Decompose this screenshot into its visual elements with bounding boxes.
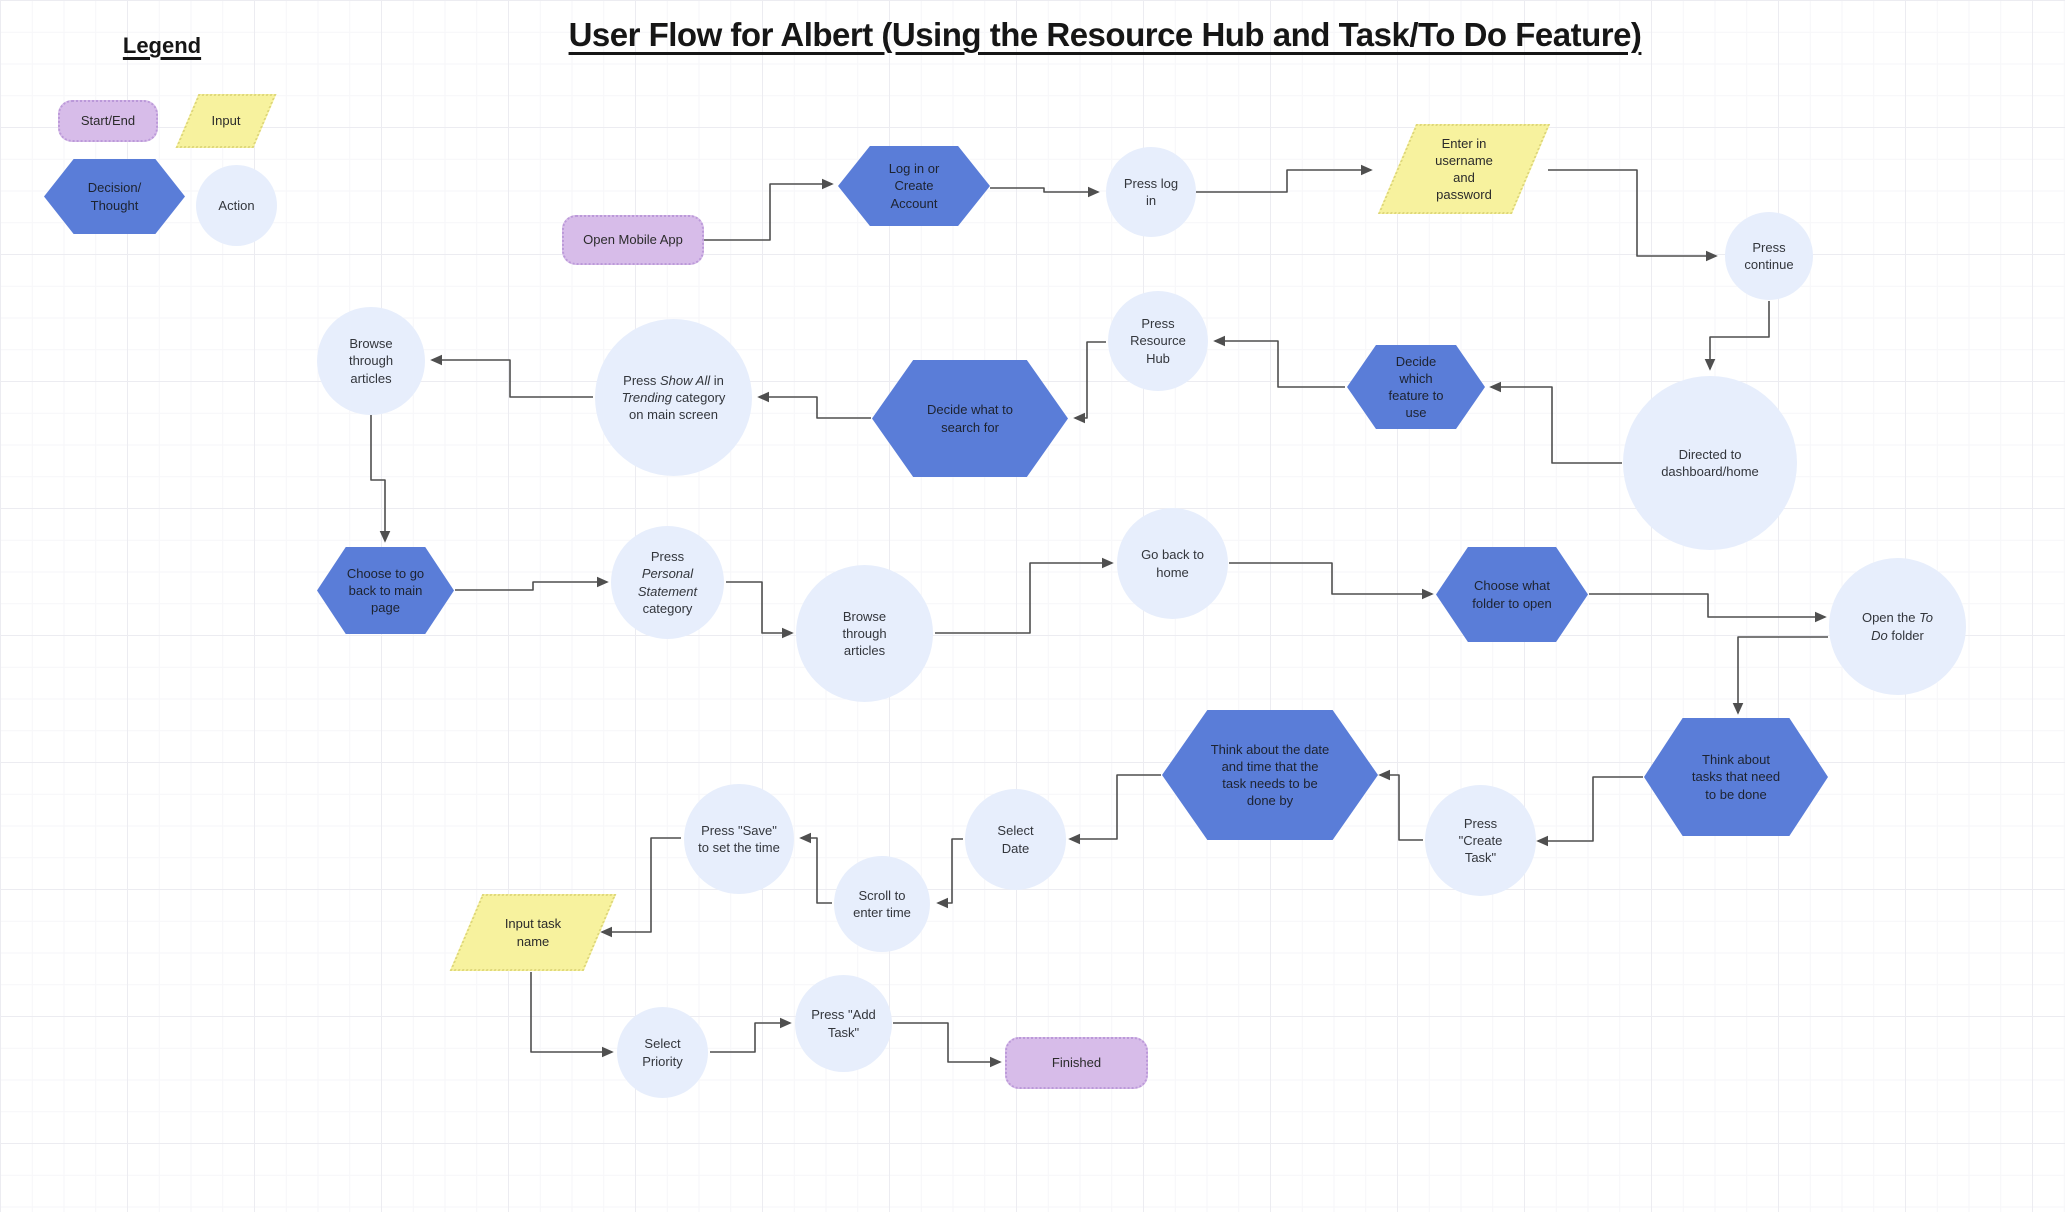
connector-choose-go-back-to-press-personal <box>455 576 609 591</box>
node-label: Browse through articles <box>842 608 887 659</box>
node-decide-what-to-search[interactable]: Decide what to search for <box>872 360 1068 477</box>
node-label: Press "Add Task" <box>811 1007 876 1040</box>
node-label: Press "Save" to set the time <box>698 822 780 855</box>
node-label: Scroll to enter time <box>853 887 911 920</box>
connector-press-log-in-to-enter-username <box>1196 164 1373 193</box>
node-browse-through-articles-2[interactable]: Browse through articles <box>796 565 933 702</box>
node-label: Select Priority <box>642 1036 683 1069</box>
node-enter-username-password[interactable]: Enter in username and password <box>1377 124 1551 214</box>
connector-press-save-to-input-task <box>600 837 681 938</box>
connector-press-create-to-think-date <box>1378 769 1423 841</box>
connector-press-resource-to-decide-search <box>1073 341 1106 424</box>
connector-press-personal-to-browse2 <box>726 581 794 639</box>
node-press-save-set-time[interactable]: Press "Save" to set the time <box>684 784 794 894</box>
node-press-add-task[interactable]: Press "Add Task" <box>795 975 892 1072</box>
node-label: Decide which feature to use <box>1388 353 1444 421</box>
node-label: Decide what to search for <box>927 402 1013 435</box>
node-label: Press continue <box>1744 239 1794 272</box>
node-label: Press Show All in Trending category on m… <box>621 372 726 423</box>
node-label: Choose what folder to open <box>1472 578 1552 611</box>
node-label: Choose to go back to main page <box>346 565 425 616</box>
board-title: User Flow for Albert (Using the Resource… <box>568 16 1642 53</box>
node-think-about-tasks[interactable]: Think about tasks that need to be done <box>1644 718 1828 836</box>
node-label: Open the To Do folder <box>1861 610 1934 643</box>
connector-browse2-to-go-back-home <box>935 557 1114 634</box>
legend-input-shape[interactable]: Input <box>175 94 277 148</box>
node-label: Select Date <box>997 823 1034 856</box>
connector-open-todo-to-think-tasks <box>1732 636 1828 715</box>
node-open-to-do-folder[interactable]: Open the To Do folder <box>1829 558 1966 695</box>
node-select-priority[interactable]: Select Priority <box>617 1007 708 1098</box>
node-label: Press Personal Statement category <box>637 549 698 616</box>
legend-start-end-label: Start/End <box>80 113 136 129</box>
connector-scroll-time-to-press-save <box>799 832 832 904</box>
node-think-about-date-time[interactable]: Think about the date and time that the t… <box>1162 710 1378 840</box>
connector-press-continue-to-dashboard <box>1704 301 1770 371</box>
connector-input-task-to-select-priority <box>530 972 614 1058</box>
node-label: Enter in username and password <box>1435 135 1493 203</box>
node-press-continue[interactable]: Press continue <box>1725 212 1813 300</box>
legend-start-end-shape[interactable]: Start/End <box>58 100 158 142</box>
connector-press-add-to-finished <box>893 1022 1002 1068</box>
node-label: Press Resource Hub <box>1130 316 1186 366</box>
node-choose-what-folder[interactable]: Choose what folder to open <box>1436 547 1588 642</box>
node-label: Log in or Create Account <box>888 161 940 211</box>
node-label: Finished <box>1051 1055 1102 1071</box>
node-scroll-to-enter-time[interactable]: Scroll to enter time <box>834 856 930 952</box>
node-finished[interactable]: Finished <box>1005 1037 1148 1089</box>
node-choose-go-back-main-page[interactable]: Choose to go back to main page <box>317 547 454 634</box>
connector-dashboard-to-decide-feature <box>1489 381 1622 464</box>
legend-action-shape[interactable]: Action <box>196 165 277 246</box>
node-select-date[interactable]: Select Date <box>965 789 1066 890</box>
node-press-personal-statement[interactable]: Press Personal Statement category <box>611 526 724 639</box>
connector-decide-feature-to-press-resource <box>1213 335 1345 388</box>
node-label: Input task name <box>504 916 562 949</box>
node-press-resource-hub[interactable]: Press Resource Hub <box>1108 291 1208 391</box>
legend-heading: Legend <box>122 33 202 58</box>
connector-press-show-all-to-browse1 <box>430 354 593 398</box>
legend-decision-label: Decision/ Thought <box>87 180 142 213</box>
node-go-back-to-home[interactable]: Go back to home <box>1117 508 1228 619</box>
node-label: Browse through articles <box>348 336 394 386</box>
connector-decide-search-to-press-show-all <box>757 391 871 419</box>
connector-select-date-to-scroll-time <box>936 838 963 909</box>
connector-login-to-press-log-in <box>990 186 1100 198</box>
node-press-create-task[interactable]: Press "Create Task" <box>1425 785 1536 896</box>
node-label: Press "Create Task" <box>1458 815 1503 866</box>
connector-open-app-to-login <box>703 178 834 241</box>
node-label: Directed to dashboard/home <box>1661 446 1759 479</box>
node-press-log-in[interactable]: Press log in <box>1106 147 1196 237</box>
node-label: Open Mobile App <box>583 232 683 248</box>
node-input-task-name[interactable]: Input task name <box>447 894 619 971</box>
connector-think-tasks-to-press-create <box>1536 776 1643 847</box>
node-label: Go back to home <box>1141 547 1204 580</box>
node-label: Think about tasks that need to be done <box>1691 752 1781 802</box>
node-directed-to-dashboard[interactable]: Directed to dashboard/home <box>1623 376 1797 550</box>
connector-choose-folder-to-open-todo <box>1589 593 1827 623</box>
node-press-show-all-trending[interactable]: Press Show All in Trending category on m… <box>595 319 752 476</box>
node-label: Think about the date and time that the t… <box>1210 741 1330 809</box>
legend-input-label: Input <box>211 113 241 129</box>
node-open-mobile-app[interactable]: Open Mobile App <box>562 215 704 265</box>
node-browse-through-articles-1[interactable]: Browse through articles <box>317 307 425 415</box>
node-label: Press log in <box>1123 175 1179 208</box>
node-log-in-or-create-account[interactable]: Log in or Create Account <box>838 146 990 226</box>
node-decide-which-feature[interactable]: Decide which feature to use <box>1347 345 1485 429</box>
connector-browse1-to-choose-go-back <box>370 415 391 543</box>
connector-enter-username-to-press-continue <box>1548 169 1718 262</box>
legend-decision-shape[interactable]: Decision/ Thought <box>44 159 185 234</box>
connector-think-date-to-select-date <box>1068 774 1161 845</box>
connector-select-priority-to-press-add <box>710 1017 792 1053</box>
connector-go-back-home-to-choose-folder <box>1229 562 1434 600</box>
legend-action-label: Action <box>218 197 255 213</box>
